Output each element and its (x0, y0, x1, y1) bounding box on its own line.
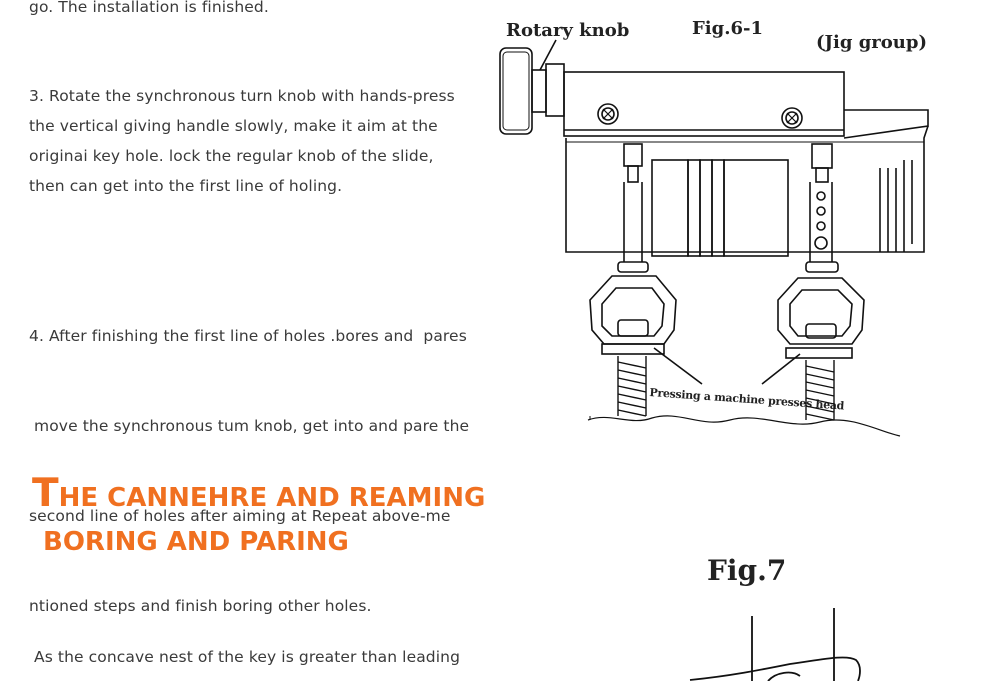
text-line: second line of holes after aiming at Rep… (29, 507, 451, 525)
heading-line-2: BORING AND PARING (43, 527, 349, 557)
text-line: 4. After finishing the first line of hol… (29, 327, 467, 345)
key-head-icon (777, 277, 865, 359)
rotary-knob-label: Rotary knob (506, 20, 630, 41)
text-line: move the synchronous tum knob, get into … (29, 417, 470, 435)
text-line: 3. Rotate the synchronous turn knob with… (29, 87, 455, 105)
text-line: ntioned steps and finish boring other ho… (29, 597, 372, 615)
leader-line (539, 39, 557, 71)
text-line: then can get into the first line of holi… (29, 177, 343, 195)
screw-icon (781, 107, 803, 129)
fig7-title: Fig.7 (707, 554, 787, 587)
text-line: go. The installation is finished. (29, 0, 269, 16)
text-line: As the concave nest of the key is greate… (34, 648, 461, 666)
step-4-paragraph: 4. After finishing the first line of hol… (29, 261, 469, 651)
paragraph-installation-finished: go. The installation is finished. (29, 0, 269, 22)
spring-icon (805, 360, 835, 421)
heading-first-letter: T (32, 471, 59, 516)
text-line: originai key hole. lock the regular knob… (29, 147, 434, 165)
section-intro-paragraph: As the concave nest of the key is greate… (34, 642, 460, 672)
screw-icon (597, 103, 619, 125)
key-head-icon (589, 275, 677, 355)
spring-icon (617, 356, 647, 417)
step-3-paragraph: 3. Rotate the synchronous turn knob with… (29, 81, 455, 201)
jig-group-label: (Jig group) (816, 32, 927, 53)
rotary-knob-icon (499, 47, 565, 135)
heading-line-1: HE CANNEHRE AND REAMING (58, 483, 486, 513)
text-line: the vertical giving handle slowly, make … (29, 117, 438, 135)
fig6-title: Fig.6-1 (692, 18, 763, 39)
section-heading: THE CANNEHRE AND REAMING BORING AND PARI… (32, 472, 485, 564)
